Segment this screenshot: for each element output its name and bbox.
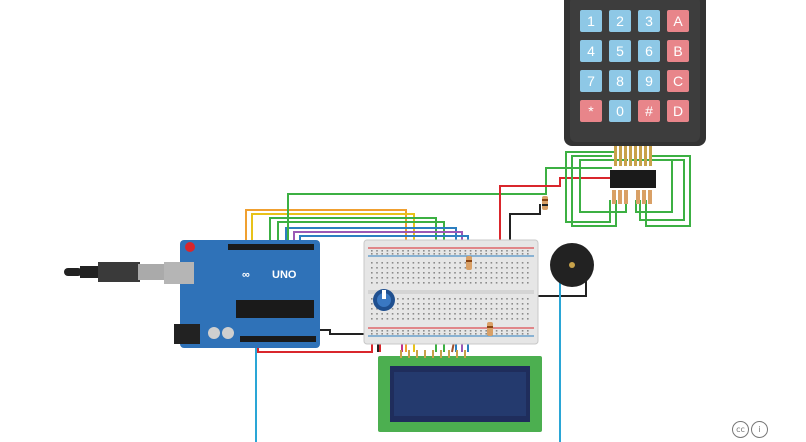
keypad-key-face (667, 10, 689, 32)
breadboard[interactable] (363, 239, 539, 345)
keypad-key-face (638, 40, 660, 62)
arduino-uno-board[interactable]: ∞ UNO (64, 240, 320, 348)
keypad-key-label: 1 (587, 13, 595, 29)
keypad-key[interactable]: 7 (580, 70, 602, 92)
potentiometer-icon[interactable] (373, 289, 395, 311)
keypad-key[interactable]: A (667, 10, 689, 32)
breadboard-resistor-2[interactable] (487, 322, 493, 336)
keypad-header (610, 170, 656, 188)
wires (240, 151, 691, 442)
cc-mark: cc (732, 421, 749, 438)
keypad-key-face (609, 70, 631, 92)
keypad-key[interactable]: 4 (580, 40, 602, 62)
keypad-key-face (667, 70, 689, 92)
keypad-key[interactable]: 0 (609, 100, 631, 122)
keypad-key-label: A (673, 13, 683, 29)
arduino-logo-text: UNO (272, 269, 297, 281)
keypad-keys: 1 2 3 A 4 5 6 B 7 8 9 C * 0 # D (580, 10, 689, 122)
keypad-key-label: * (588, 103, 594, 119)
keypad-key[interactable]: B (667, 40, 689, 62)
keypad-key[interactable]: 8 (609, 70, 631, 92)
keypad-key-label: D (673, 103, 683, 119)
keypad-key[interactable]: 9 (638, 70, 660, 92)
keypad-key-label: # (645, 103, 653, 119)
wire-keypad-loop-1[interactable] (571, 155, 617, 227)
keypad-key-face (580, 70, 602, 92)
wire-green-keypad[interactable] (287, 167, 612, 244)
keypad-key[interactable]: # (638, 100, 660, 122)
keypad-key[interactable]: 2 (609, 10, 631, 32)
keypad-key-face (609, 10, 631, 32)
keypad[interactable]: 1 2 3 A 4 5 6 B 7 8 9 C * 0 # D (564, 0, 706, 204)
keypad-key-face (580, 10, 602, 32)
keypad-key[interactable]: 3 (638, 10, 660, 32)
wire-keypad-loop-6[interactable] (579, 159, 628, 213)
breadboard-resistor-1[interactable] (466, 256, 472, 270)
keypad-key-label: 4 (587, 43, 595, 59)
keypad-key-label: 0 (616, 103, 624, 119)
keypad-key-face (638, 10, 660, 32)
keypad-key[interactable]: C (667, 70, 689, 92)
resistor-icon[interactable] (542, 196, 548, 210)
keypad-key-face (638, 100, 660, 122)
wire-keypad-loop-2[interactable] (565, 151, 616, 223)
keypad-key-label: 7 (587, 73, 595, 89)
wire-keypad-loop-5[interactable] (632, 159, 673, 213)
keypad-key[interactable]: 6 (638, 40, 660, 62)
keypad-key-label: 3 (645, 13, 653, 29)
keypad-key-face (580, 40, 602, 62)
buzzer-icon[interactable] (550, 243, 594, 287)
keypad-key-label: 8 (616, 73, 624, 89)
usb-cable-icon (64, 262, 168, 282)
keypad-key-label: C (673, 73, 683, 89)
lcd-pins (400, 350, 466, 358)
wire-keypad-loop-3[interactable] (645, 155, 691, 227)
wire-black-keypad[interactable] (509, 204, 541, 246)
keypad-key-face (667, 40, 689, 62)
arduino-brand-mark: ∞ (242, 269, 250, 281)
keypad-key-label: 9 (645, 73, 653, 89)
breadboard-holes (371, 250, 529, 335)
keypad-key-face (580, 100, 602, 122)
keypad-key[interactable]: D (667, 100, 689, 122)
keypad-key-label: 5 (616, 43, 624, 59)
by-mark: i (751, 421, 768, 438)
keypad-key[interactable]: 1 (580, 10, 602, 32)
keypad-key-face (667, 100, 689, 122)
lcd-display[interactable] (378, 350, 542, 432)
keypad-resistors (612, 190, 652, 204)
keypad-key-label: B (673, 43, 682, 59)
keypad-key-face (609, 100, 631, 122)
keypad-key-label: 6 (645, 43, 653, 59)
keypad-key[interactable]: 5 (609, 40, 631, 62)
keypad-key[interactable]: * (580, 100, 602, 122)
keypad-key-face (638, 70, 660, 92)
keypad-key-face (609, 40, 631, 62)
keypad-key-label: 2 (616, 13, 624, 29)
wire-red-keypad[interactable] (499, 177, 612, 246)
keypad-pins (614, 146, 652, 166)
